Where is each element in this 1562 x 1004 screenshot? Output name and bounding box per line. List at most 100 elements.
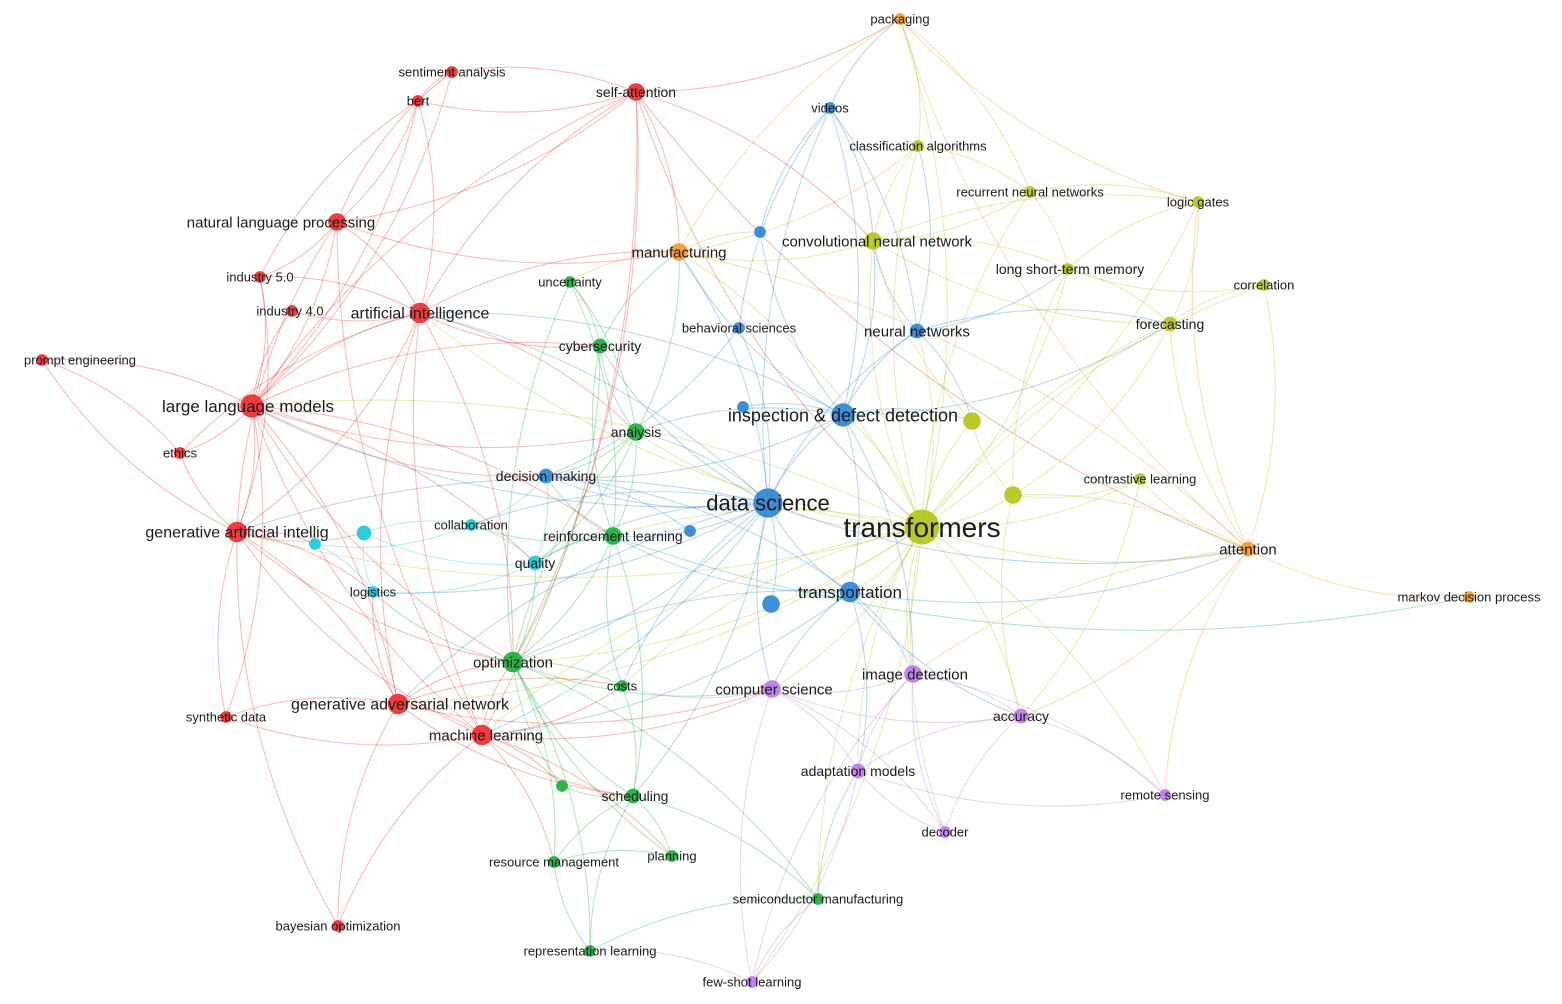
link-large-language-models-quality [251, 405, 536, 564]
node-semiconductor-manufacturing[interactable] [812, 893, 824, 905]
node-collaboration[interactable] [465, 519, 477, 531]
node-transformers[interactable] [904, 509, 940, 545]
node-blue-unlabeled-2[interactable] [737, 401, 749, 413]
link-artificial-intelligence-gan [380, 312, 421, 705]
node-gan[interactable] [387, 693, 409, 715]
link-attention-packaging [899, 18, 1249, 550]
node-bert[interactable] [412, 95, 424, 107]
node-blue-unlabeled-4[interactable] [762, 595, 780, 613]
link-machine-learning-resource-management [481, 734, 555, 863]
node-blue-unlabeled-3[interactable] [684, 525, 696, 537]
node-manufacturing[interactable] [670, 243, 688, 261]
node-classification-algorithms[interactable] [912, 140, 924, 152]
node-decision-making[interactable] [538, 468, 554, 484]
node-cyan-unlabeled-1[interactable] [356, 525, 372, 541]
link-machine-learning-computer-science [481, 688, 773, 740]
node-long-short-term-memory[interactable] [1062, 263, 1074, 275]
link-large-language-models-prompt-engineering [41, 358, 253, 407]
node-transportation[interactable] [839, 581, 861, 603]
node-logistics[interactable] [367, 586, 379, 598]
link-data-science-machine-learning [481, 502, 769, 736]
link-large-language-models-industry-4 [251, 310, 293, 407]
link-neural-networks-olive-unlabeled-1 [916, 330, 973, 422]
link-natural-language-processing-bert [336, 100, 419, 223]
link-artificial-intelligence-machine-learning [412, 312, 483, 736]
link-packaging-classification-algorithms [899, 18, 921, 147]
node-industry-4[interactable] [286, 305, 298, 317]
node-costs[interactable] [616, 680, 628, 692]
node-adaptation-models[interactable] [850, 763, 866, 779]
link-transformers-computer-science [771, 526, 923, 690]
node-recurrent-neural-networks[interactable] [1024, 186, 1036, 198]
node-synthetic-data[interactable] [220, 711, 232, 723]
node-green-unlabeled[interactable] [556, 780, 568, 792]
node-forecasting[interactable] [1162, 316, 1178, 332]
node-markov-decision-process[interactable] [1463, 591, 1475, 603]
node-large-language-models[interactable] [240, 394, 264, 418]
link-transportation-reinforcement-learning [612, 535, 851, 593]
node-decoder[interactable] [939, 826, 951, 838]
link-collaboration-cyan-unlabeled-1 [363, 520, 472, 534]
node-optimization[interactable] [502, 651, 524, 673]
node-representation-learning[interactable] [584, 945, 596, 957]
link-neural-networks-forecasting [916, 309, 1171, 332]
node-prompt-engineering[interactable] [36, 354, 48, 366]
link-optimization-scheduling [512, 661, 634, 797]
node-cybersecurity[interactable] [592, 338, 608, 354]
node-scheduling[interactable] [625, 788, 641, 804]
node-ethics[interactable] [174, 447, 186, 459]
node-computer-science[interactable] [763, 680, 781, 698]
node-label-few-shot-learning: few-shot learning [703, 975, 802, 990]
node-quality[interactable] [527, 555, 543, 571]
link-adaptation-models-decoder [857, 770, 946, 833]
link-reinforcement-learning-decision-making [545, 475, 614, 537]
node-self-attention[interactable] [627, 83, 645, 101]
node-bayesian-optimization[interactable] [332, 920, 344, 932]
node-resource-management[interactable] [548, 856, 560, 868]
node-convolutional-neural-network[interactable] [864, 232, 882, 250]
node-label-data-science: data science [706, 491, 830, 516]
node-analysis[interactable] [627, 423, 645, 441]
link-self-attention-packaging [635, 18, 901, 93]
link-gan-scheduling [397, 703, 634, 797]
node-cyan-unlabeled-2[interactable] [309, 538, 321, 550]
node-image-detection[interactable] [904, 665, 922, 683]
node-inspection[interactable] [831, 403, 855, 427]
node-reinforcement-learning[interactable] [604, 527, 622, 545]
node-correlation[interactable] [1258, 279, 1270, 291]
node-olive-unlabeled-1[interactable] [963, 412, 981, 430]
link-reinforcement-learning-scheduling [612, 535, 644, 797]
node-generative-ai[interactable] [226, 521, 248, 543]
node-sentiment-analysis[interactable] [446, 66, 458, 78]
node-data-science[interactable] [753, 488, 783, 518]
node-accuracy[interactable] [1013, 708, 1029, 724]
node-videos[interactable] [824, 102, 836, 114]
node-planning[interactable] [666, 850, 678, 862]
link-data-science-manufacturing [678, 251, 769, 504]
link-forecasting-logic-gates [1169, 201, 1199, 325]
node-contrastive-learning[interactable] [1134, 473, 1146, 485]
node-logic-gates[interactable] [1192, 196, 1204, 208]
node-neural-networks[interactable] [909, 323, 925, 339]
node-attention[interactable] [1240, 541, 1256, 557]
node-artificial-intelligence[interactable] [409, 302, 431, 324]
node-label-uncertainty: uncertainty [538, 275, 602, 290]
link-semiconductor-manufacturing-adaptation-models [817, 770, 859, 900]
link-transformers-inspection [842, 414, 923, 528]
node-few-shot-learning[interactable] [746, 976, 758, 988]
link-few-shot-learning-representation-learning [589, 949, 753, 983]
node-olive-unlabeled-2[interactable] [1004, 486, 1022, 504]
link-natural-language-processing-sentiment-analysis [336, 71, 453, 223]
node-blue-unlabeled-1[interactable] [754, 226, 766, 238]
link-computer-science-adaptation-models [771, 688, 859, 772]
node-label-adaptation-models: adaptation models [801, 763, 915, 779]
node-uncertainty[interactable] [564, 276, 576, 288]
node-industry-5[interactable] [254, 271, 266, 283]
node-natural-language-processing[interactable] [328, 213, 346, 231]
node-packaging[interactable] [894, 13, 906, 25]
node-behavioral-sciences[interactable] [733, 322, 745, 334]
node-machine-learning[interactable] [471, 724, 493, 746]
node-remote-sensing[interactable] [1159, 789, 1171, 801]
node-label-videos: videos [811, 101, 849, 116]
link-generative-ai-natural-language-processing [236, 221, 338, 533]
